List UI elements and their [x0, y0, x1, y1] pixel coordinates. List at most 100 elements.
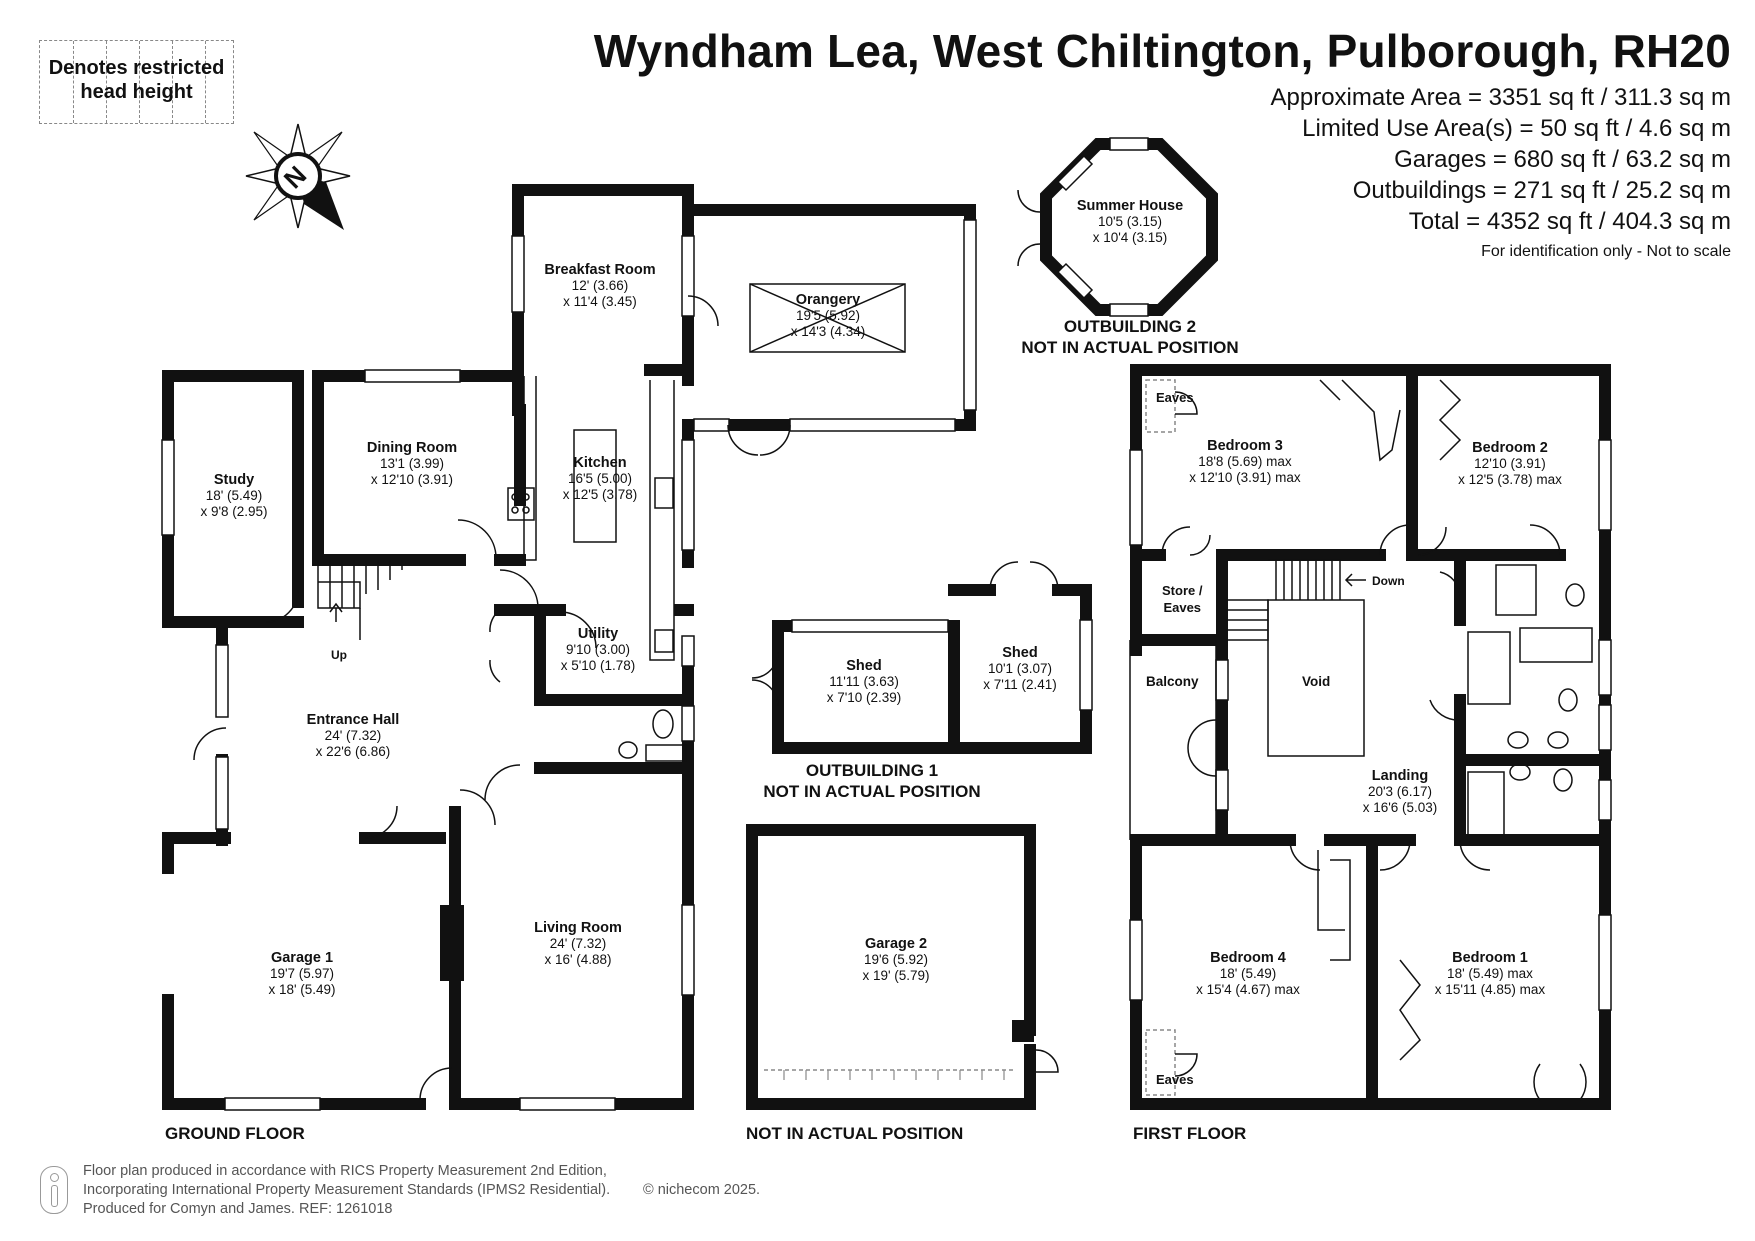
- store-line-2: Eaves: [1163, 600, 1202, 615]
- room-name: Study: [213, 472, 255, 488]
- room-name: Kitchen: [573, 455, 627, 471]
- room-dim-2: x 16' (4.88): [544, 952, 612, 967]
- garage2-position-caption: NOT IN ACTUAL POSITION: [746, 1124, 964, 1143]
- room-dim-2: x 12'10 (3.91) max: [1189, 470, 1301, 485]
- copyright: © nichecom 2025.: [643, 1182, 761, 1198]
- eaves-top-label: Eaves: [1156, 390, 1194, 405]
- room-dim-1: 19'6 (5.92): [863, 952, 929, 967]
- area-summary: Approximate Area = 3351 sq ft / 311.3 sq…: [1271, 82, 1732, 265]
- room-dim-1: 18' (5.49): [205, 488, 263, 503]
- footer-notes: Floor plan produced in accordance with R…: [83, 1162, 760, 1219]
- room-dim-2: x 12'5 (3.78) max: [1458, 472, 1562, 487]
- room-dim-2: x 22'6 (6.86): [315, 744, 391, 759]
- stairs-down-label: Down: [1372, 574, 1405, 588]
- room-name: Bedroom 2: [1472, 440, 1548, 456]
- room-dim-1: 18'8 (5.69) max: [1198, 454, 1292, 469]
- shed1-label: Shed 11'11 (3.63) x 7'10 (2.39): [827, 658, 902, 706]
- room-name: Landing: [1371, 768, 1429, 784]
- garage1-label: Garage 1 19'7 (5.97) x 18' (5.49): [268, 950, 335, 998]
- caption-line-1: OUTBUILDING 2: [1063, 317, 1197, 336]
- property-title: Wyndham Lea, West Chiltington, Pulboroug…: [593, 25, 1731, 77]
- room-name: Living Room: [534, 920, 622, 936]
- room-dim-2: x 10'4 (3.15): [1092, 230, 1168, 245]
- kitchen-label: Kitchen 16'5 (5.00) x 12'5 (3.78): [563, 455, 638, 503]
- summer-house-label: Summer House 10'5 (3.15) x 10'4 (3.15): [1077, 198, 1183, 246]
- total-area: Total = 4352 sq ft / 404.3 sq m: [1408, 208, 1731, 235]
- eaves-bottom-label: Eaves: [1156, 1072, 1194, 1087]
- orangery-label: Orangery 19'5 (5.92) x 14'3 (4.34): [791, 292, 866, 340]
- room-dim-2: x 19' (5.79): [862, 968, 930, 983]
- room-dim-2: x 5'10 (1.78): [560, 658, 636, 673]
- bedroom1-label: Bedroom 1 18' (5.49) max x 15'11 (4.85) …: [1435, 950, 1545, 998]
- room-name: Entrance Hall: [306, 712, 400, 728]
- garages-area: Garages = 680 sq ft / 63.2 sq m: [1394, 146, 1731, 173]
- room-name: Breakfast Room: [544, 262, 656, 278]
- room-dim-1: 19'5 (5.92): [795, 308, 861, 323]
- room-name: Shed: [1002, 645, 1038, 661]
- garage2-label: Garage 2 19'6 (5.92) x 19' (5.79): [862, 936, 929, 984]
- room-dim-2: x 7'10 (2.39): [826, 690, 902, 705]
- room-dim-1: 12'10 (3.91): [1474, 456, 1546, 471]
- room-dim-1: 10'5 (3.15): [1097, 214, 1163, 229]
- room-dim-2: x 12'5 (3.78): [562, 487, 638, 502]
- entrance-hall-label: Entrance Hall 24' (7.32) x 22'6 (6.86): [307, 712, 400, 760]
- limited-use-area: Limited Use Area(s) = 50 sq ft / 4.6 sq …: [1302, 115, 1731, 142]
- room-name: Garage 1: [270, 950, 334, 966]
- store-line-1: Store /: [1162, 583, 1203, 598]
- first-floor-caption: FIRST FLOOR: [1133, 1124, 1247, 1143]
- room-name: Bedroom 1: [1452, 950, 1528, 966]
- room-dim-1: 12' (3.66): [571, 278, 629, 293]
- approximate-area: Approximate Area = 3351 sq ft / 311.3 sq…: [1270, 84, 1732, 111]
- landing-label: Landing 20'3 (6.17) x 16'6 (5.03): [1363, 768, 1438, 816]
- room-name: Bedroom 4: [1210, 950, 1286, 966]
- study-label: Study 18' (5.49) x 9'8 (2.95): [200, 472, 267, 520]
- bedroom2-label: Bedroom 2 12'10 (3.91) x 12'5 (3.78) max: [1458, 440, 1562, 488]
- store-label: Store / Eaves: [1162, 582, 1202, 616]
- ground-floor-caption: GROUND FLOOR: [165, 1124, 305, 1143]
- room-dim-1: 16'5 (5.00): [567, 471, 633, 486]
- room-dim-1: 18' (5.49): [1219, 966, 1277, 981]
- legend-text: Denotes restricted head height: [40, 56, 233, 104]
- fireplace: [440, 905, 464, 981]
- breakfast-room-label: Breakfast Room 12' (3.66) x 11'4 (3.45): [544, 262, 655, 310]
- room-dim-2: x 7'11 (2.41): [983, 677, 1057, 692]
- room-dim-1: 13'1 (3.99): [379, 456, 445, 471]
- utility-label: Utility 9'10 (3.00) x 5'10 (1.78): [561, 626, 636, 674]
- room-dim-1: 20'3 (6.17): [1367, 784, 1433, 799]
- caption-line-1: OUTBUILDING 1: [805, 761, 939, 780]
- identification-note: For identification only - Not to scale: [1481, 243, 1731, 260]
- room-name: Orangery: [795, 292, 861, 308]
- room-dim-2: x 14'3 (4.34): [790, 324, 866, 339]
- caption-line-2: NOT IN ACTUAL POSITION: [1021, 338, 1239, 357]
- void-label: Void: [1302, 674, 1331, 689]
- person-icon: [40, 1166, 68, 1214]
- room-dim-1: 11'11 (3.63): [829, 674, 899, 689]
- restricted-height-legend: Denotes restricted head height: [39, 40, 234, 124]
- room-name: Garage 2: [864, 936, 928, 952]
- stairs-up-label: Up: [331, 648, 347, 662]
- bedroom4-label: Bedroom 4 18' (5.49) x 15'4 (4.67) max: [1196, 950, 1300, 998]
- room-dim-2: x 12'10 (3.91): [370, 472, 454, 487]
- room-dim-1: 9'10 (3.00): [565, 642, 631, 657]
- room-dim-2: x 9'8 (2.95): [200, 504, 268, 519]
- dining-room-label: Dining Room 13'1 (3.99) x 12'10 (3.91): [367, 440, 457, 488]
- room-dim-1: 24' (7.32): [324, 728, 382, 743]
- room-dim-2: x 16'6 (5.03): [1362, 800, 1438, 815]
- bedroom3-label: Bedroom 3 18'8 (5.69) max x 12'10 (3.91)…: [1189, 438, 1300, 486]
- outbuilding2-caption: OUTBUILDING 2 NOT IN ACTUAL POSITION: [1021, 316, 1238, 358]
- room-name: Dining Room: [366, 440, 458, 456]
- room-dim-2: x 15'11 (4.85) max: [1434, 982, 1546, 997]
- footer-line-3: Produced for Comyn and James. REF: 12610…: [83, 1201, 393, 1217]
- room-name: Utility: [577, 626, 619, 642]
- room-dim-1: 18' (5.49) max: [1447, 966, 1533, 981]
- garage2-post: [1012, 1020, 1034, 1042]
- outbuildings-area: Outbuildings = 271 sq ft / 25.2 sq m: [1352, 177, 1731, 204]
- room-dim-1: 10'1 (3.07): [987, 661, 1053, 676]
- balcony-label: Balcony: [1146, 674, 1199, 689]
- room-name: Shed: [846, 658, 882, 674]
- living-room-label: Living Room 24' (7.32) x 16' (4.88): [534, 920, 622, 968]
- footer-line-2: Incorporating International Property Mea…: [83, 1182, 611, 1198]
- footer-line-1: Floor plan produced in accordance with R…: [83, 1163, 607, 1179]
- room-dim-1: 24' (7.32): [549, 936, 607, 951]
